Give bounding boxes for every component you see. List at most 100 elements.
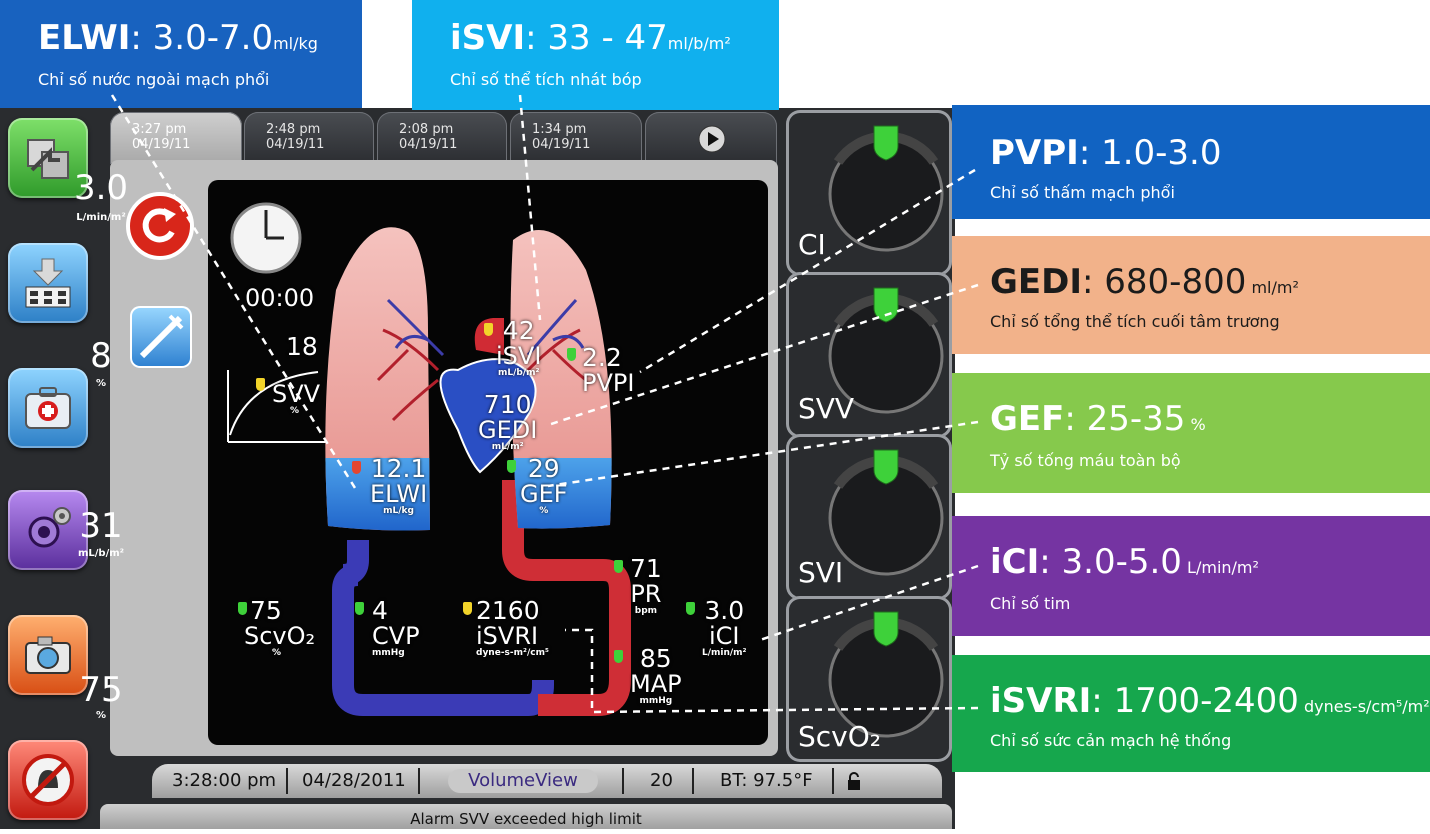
- silence-alarm-button[interactable]: [8, 740, 88, 820]
- scvo2-gauge-value: 75: [79, 670, 123, 710]
- param-cvp[interactable]: 4 CVP mmHg: [372, 598, 420, 659]
- timer-clock-icon: [230, 202, 302, 274]
- isvi-range-unit: ml/b/m²: [667, 34, 731, 53]
- isvri-description: Chỉ số sức cản mạch hệ thống: [990, 731, 1232, 750]
- gedi-label: GEDI: [478, 416, 538, 444]
- status-time: 3:28:00 pm: [172, 770, 277, 791]
- info-box-gef: GEF: 25-35 % Tỷ số tống máu toàn bộ: [952, 373, 1430, 493]
- map-indicator: [614, 650, 623, 663]
- scvo2-unit: %: [272, 648, 282, 658]
- data-view-button[interactable]: [8, 118, 88, 198]
- settings-button[interactable]: [8, 490, 88, 570]
- scvo2-value: 75: [250, 596, 282, 625]
- pr-unit: bpm: [634, 606, 658, 616]
- gedi-key: GEDI: [990, 262, 1083, 302]
- monitoring-mode-button[interactable]: VolumeView: [448, 769, 598, 793]
- pr-label: PR: [630, 580, 662, 608]
- lock-icon[interactable]: [846, 771, 862, 791]
- gedi-range-unit: ml/m²: [1251, 278, 1299, 297]
- elwi-indicator: [352, 461, 361, 474]
- cvp-value: 4: [372, 596, 388, 625]
- isvi-label: iSVI: [496, 342, 542, 370]
- status-shield-icon: [873, 449, 899, 485]
- elwi-range-unit: ml/kg: [273, 34, 318, 53]
- svv-indicator: [256, 378, 265, 391]
- param-pvpi[interactable]: 2.2 PVPI: [582, 343, 634, 396]
- param-elwi[interactable]: 12.1 ELWI mL/kg: [370, 456, 427, 517]
- snapshot-button[interactable]: [8, 615, 88, 695]
- cvp-label: CVP: [372, 622, 420, 650]
- param-svv[interactable]: 18: [286, 334, 318, 360]
- elwi-unit: mL/kg: [383, 506, 414, 516]
- param-ici[interactable]: 3.0 iCI L/min/m²: [702, 598, 747, 659]
- pvpi-value: 2.2: [582, 343, 622, 372]
- param-svv-label: SVV %: [272, 382, 320, 417]
- svv-gauge-label: SVV: [798, 392, 855, 425]
- ici-key: iCI: [990, 542, 1040, 582]
- gauge-dial-0: [828, 125, 944, 252]
- scvo2-gauge-unit: %: [95, 710, 107, 721]
- isvri-range-unit: dynes-s/cm⁵/m²: [1303, 697, 1430, 716]
- ici-value: 3.0: [704, 596, 745, 625]
- medical-kit-icon: [25, 387, 71, 429]
- svv-value: 18: [286, 332, 318, 361]
- grid-export-button[interactable]: [8, 243, 88, 323]
- pr-indicator: [614, 560, 623, 573]
- map-label: MAP: [630, 670, 682, 698]
- param-pr[interactable]: 71 PR bpm: [630, 556, 662, 617]
- tab-time: 2:48 pm: [266, 122, 321, 137]
- gef-range: 25-35: [1086, 399, 1186, 439]
- timer-value: 00:00: [245, 284, 315, 312]
- clinical-tools-button[interactable]: [8, 368, 88, 448]
- circulation-diagram: [227, 202, 631, 716]
- gef-description: Tỷ số tống máu toàn bộ: [990, 451, 1181, 470]
- download-grid-icon: [25, 258, 71, 308]
- param-isvri[interactable]: 2160 iSVRI dyne-s-m²/cm⁵: [476, 598, 549, 659]
- pvpi-key: PVPI: [990, 133, 1079, 173]
- gauge-dial-2: [828, 449, 944, 576]
- gedi-unit: mL/m²: [491, 442, 524, 452]
- param-map[interactable]: 85 MAP mmHg: [630, 646, 682, 707]
- pvpi-range: 1.0-3.0: [1101, 133, 1222, 173]
- param-gef[interactable]: 29 GEF %: [520, 456, 568, 517]
- status-shield-icon: [873, 287, 899, 323]
- tab-date: 04/19/11: [132, 137, 191, 152]
- tab-next-button[interactable]: [645, 112, 777, 164]
- cvp-unit: mmHg: [372, 648, 405, 658]
- isvi-indicator: [484, 323, 493, 336]
- isvi-unit: mL/b/m²: [497, 368, 540, 378]
- play-icon: [698, 125, 726, 153]
- isvri-range: 1700-2400: [1113, 681, 1299, 721]
- ci-value: 3.0: [73, 168, 129, 208]
- tab-snapshot-3[interactable]: 2:08 pm 04/19/11: [377, 112, 507, 164]
- tab-date: 04/19/11: [399, 137, 458, 152]
- ici-range-unit: L/min/m²: [1187, 558, 1259, 577]
- svi-label: SVI: [798, 556, 844, 589]
- tab-time: 1:34 pm: [532, 122, 587, 137]
- tab-snapshot-1[interactable]: 3:27 pm 04/19/11: [110, 112, 242, 164]
- tab-time: 2:08 pm: [399, 122, 454, 137]
- ici-range: 3.0-5.0: [1061, 542, 1182, 582]
- param-isvi[interactable]: 42 iSVI mL/b/m²: [496, 318, 541, 379]
- timer-readout: 00:00: [245, 286, 314, 310]
- status-interval[interactable]: 20: [650, 770, 673, 791]
- tab-snapshot-2[interactable]: 2:48 pm 04/19/11: [244, 112, 374, 164]
- map-value: 85: [639, 644, 672, 673]
- gauge-dial-3: [828, 611, 944, 738]
- tab-time: 3:27 pm: [132, 122, 187, 137]
- svv-gauge-unit: %: [95, 378, 107, 389]
- svv-label: SVV: [272, 380, 321, 408]
- param-scvo2[interactable]: 75 ScvO₂ %: [244, 596, 315, 659]
- gedi-description: Chỉ số tổng thể tích cuối tâm trương: [990, 312, 1280, 331]
- info-box-ici: iCI: 3.0-5.0 L/min/m² Chỉ số tim: [952, 516, 1430, 636]
- ici-indicator: [686, 602, 695, 615]
- param-gedi[interactable]: 710 GEDI mL/m²: [478, 392, 537, 453]
- isvri-indicator: [463, 602, 472, 615]
- info-box-elwi: ELWI: 3.0-7.0ml/kg Chỉ số nước ngoài mạc…: [0, 0, 362, 108]
- svi-value: 31: [79, 506, 123, 546]
- tab-snapshot-4[interactable]: 1:34 pm 04/19/11: [510, 112, 642, 164]
- cvp-indicator: [355, 602, 364, 615]
- tab-date: 04/19/11: [266, 137, 325, 152]
- isvi-range: 33 - 47: [547, 18, 668, 58]
- isvi-key: iSVI: [450, 18, 526, 58]
